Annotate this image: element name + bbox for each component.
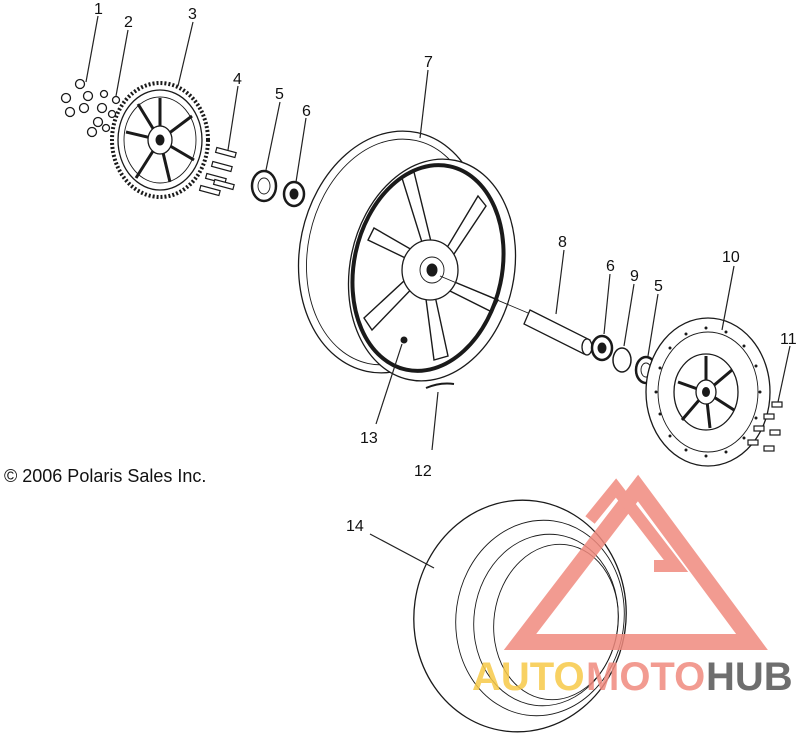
callout-4: 4 [233,71,242,88]
part-14-tire [413,499,627,733]
part-6-bearing-right [590,334,614,362]
callout-2: 2 [124,14,133,31]
part-3-sprocket [110,81,210,199]
part-12-valve-stem [425,382,455,389]
callout-11: 11 [780,331,797,348]
watermark-logo-inner [585,478,689,572]
watermark-logo-icon [503,474,768,650]
autimotohub-watermark: AUTO MOTO HUB [472,474,793,699]
copyright-notice: © 2006 Polaris Sales Inc. [4,466,206,486]
part-11-disc-bolts [747,401,783,452]
part-5-seal-left [250,169,278,203]
callout-6-right: 6 [606,258,615,275]
part-2-washers [99,89,121,133]
callout-7: 7 [424,54,433,71]
callout-1: 1 [94,1,103,18]
callout-5-left: 5 [275,86,284,103]
callout-8: 8 [558,234,567,251]
callout-12: 12 [414,463,432,480]
part-7-rim [297,130,517,382]
part-4-studs [198,146,237,197]
callout-13: 13 [360,430,378,447]
callout-5-right: 5 [654,278,663,295]
leader-lines [85,15,791,569]
callout-9: 9 [630,268,639,285]
callout-14: 14 [346,518,364,535]
watermark-text-auto: AUTO [472,655,585,699]
part-8-axle-spacer [439,275,593,356]
watermark-text-moto: MOTO [586,655,705,699]
callout-3: 3 [188,6,197,23]
part-10-brake-disc [645,317,771,467]
part-13-balance-weight [400,336,408,344]
callout-6-left: 6 [302,103,311,120]
part-1-nuts [60,78,108,138]
callout-labels: 1 2 3 4 5 6 7 8 6 9 10 5 11 12 13 14 [94,1,797,535]
watermark-logo-triangle [503,474,768,650]
callout-10: 10 [722,249,740,266]
part-9-circlip [612,347,632,373]
watermark-text-hub: HUB [706,655,793,699]
part-6-bearing-left [282,180,306,208]
